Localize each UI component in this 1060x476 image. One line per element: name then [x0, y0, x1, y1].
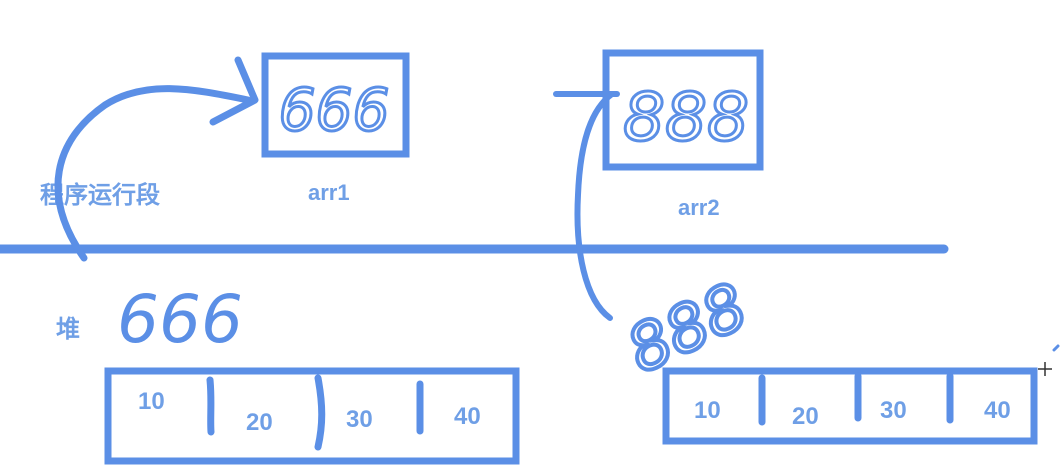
heap-section-label: 堆 — [56, 316, 80, 343]
arr2-address: 888 — [623, 79, 749, 156]
arr2-reference-arrow — [574, 91, 615, 321]
array2-cell-value: 40 — [984, 397, 1011, 424]
arr1-arrowhead — [209, 56, 259, 126]
arr2-label: arr2 — [678, 195, 720, 220]
pen-stroke-fragment — [1052, 344, 1060, 352]
arr2-box — [602, 49, 764, 171]
array2-cell-value: 30 — [880, 397, 907, 424]
heap-array-666: 10 20 30 40 — [104, 367, 520, 465]
array2-cell-value: 20 — [792, 403, 819, 430]
arr1-address: 666 — [279, 76, 390, 144]
array1-cell-value: 20 — [246, 409, 273, 436]
arr1-label: arr1 — [308, 180, 350, 205]
array2-cell-value: 10 — [694, 397, 721, 424]
arr1-box — [261, 52, 410, 158]
array1-cell-value: 10 — [138, 388, 165, 415]
array1-divider — [314, 374, 326, 451]
array1-divider — [206, 376, 215, 436]
heap-array-888: 10 20 30 40 — [662, 367, 1038, 445]
array1-cell-value: 40 — [454, 403, 481, 430]
array1-cell-value: 30 — [346, 406, 373, 433]
arr1-reference-arrow — [54, 85, 252, 262]
heap-666-address: 666 — [117, 281, 243, 358]
crosshair-cursor-icon — [1038, 362, 1052, 376]
